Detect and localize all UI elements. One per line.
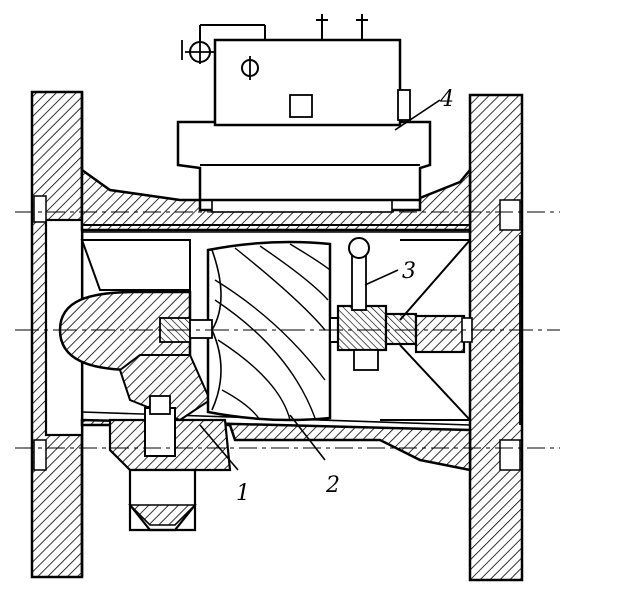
right-flange (468, 93, 524, 582)
callout-label-3: 3 (402, 259, 416, 284)
callout-label-4: 4 (439, 87, 454, 112)
leader-lines (199, 99, 441, 471)
rear-bearing-assembly (336, 237, 473, 371)
counter-housing (176, 14, 432, 202)
inlet-fairing (58, 239, 212, 422)
callout-label-2: 2 (325, 473, 340, 498)
center-axis (15, 211, 560, 449)
callout-label-1: 1 (236, 481, 250, 506)
